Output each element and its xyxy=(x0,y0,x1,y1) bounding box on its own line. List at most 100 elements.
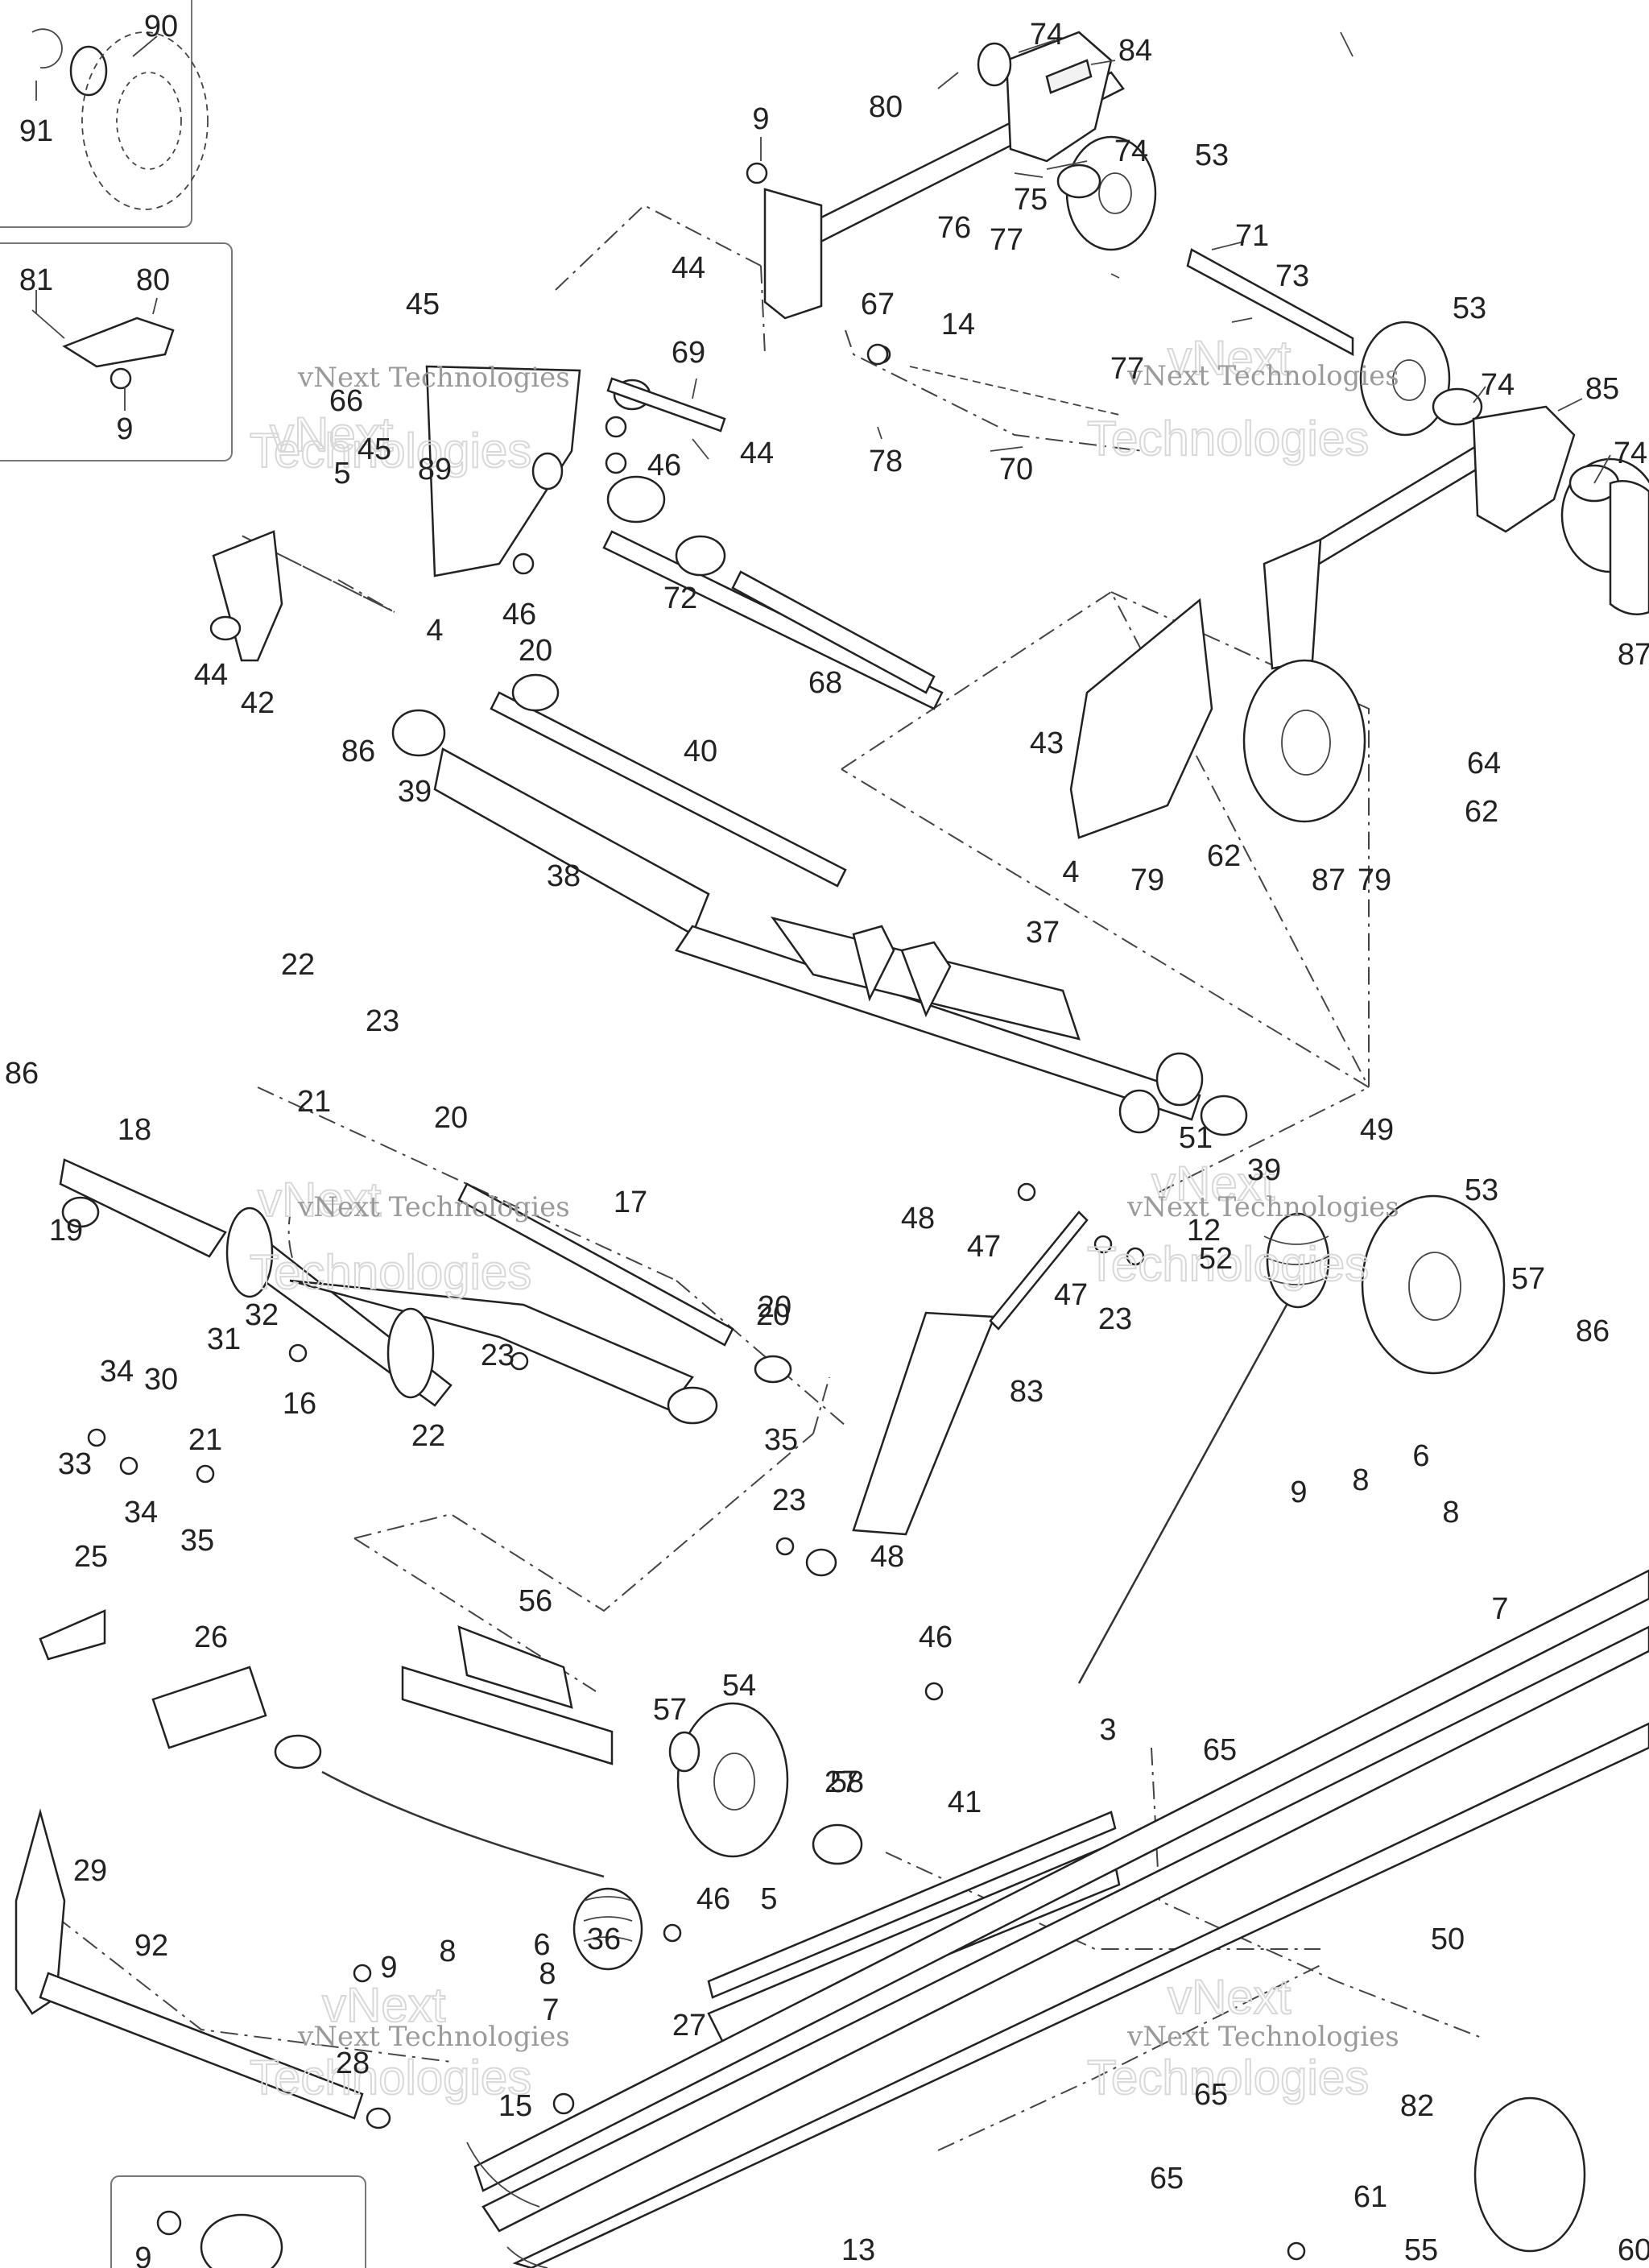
part-number-label: 55 xyxy=(1404,2233,1438,2267)
part-number-label: 44 xyxy=(672,251,705,285)
part-number-label: 92 xyxy=(134,1929,168,1963)
part-number-label: 89 xyxy=(418,453,452,486)
part-number-label: 20 xyxy=(519,634,552,668)
part-number-label: 35 xyxy=(764,1423,798,1457)
watermark-text-1: vNext Technologies xyxy=(297,362,570,394)
shafts xyxy=(391,377,944,936)
part-number-label: 7 xyxy=(1491,1592,1508,1626)
part-number-label: 90 xyxy=(144,10,178,43)
part-number-label: 83 xyxy=(1010,1375,1044,1409)
part-number-label: 13 xyxy=(841,2233,875,2267)
part-number-label: 33 xyxy=(58,1447,92,1481)
wheels xyxy=(676,480,1649,2253)
part-number-label: 65 xyxy=(1194,2078,1228,2112)
part-number-label: 29 xyxy=(73,1854,107,1888)
watermark-text-2: vNext Technologies xyxy=(1126,360,1399,392)
part-number-label: 48 xyxy=(870,1540,904,1574)
part-number-label: 81 xyxy=(19,263,53,297)
part-number-label: 27 xyxy=(672,2009,706,2042)
part-number-label: 65 xyxy=(1203,1733,1237,1767)
part-number-label: 12 xyxy=(1187,1214,1221,1248)
part-number-label: 6 xyxy=(1412,1439,1429,1473)
front-arm xyxy=(59,1158,792,1425)
part-number-label: 44 xyxy=(740,437,774,470)
part-number-label: 45 xyxy=(406,288,440,321)
part-number-label: 87 xyxy=(1618,638,1649,672)
watermark-outline-5a: vNext xyxy=(322,1978,446,2032)
part-number-label: 9 xyxy=(134,2241,151,2268)
part-number-label: 82 xyxy=(1400,2089,1434,2123)
part-number-label: 75 xyxy=(1014,183,1048,217)
part-number-label: 65 xyxy=(1150,2162,1184,2196)
part-number-label: 48 xyxy=(901,1202,935,1235)
part-number-label: 87 xyxy=(1312,863,1345,897)
part-number-label: 46 xyxy=(919,1620,953,1654)
part-number-label: 47 xyxy=(1054,1278,1088,1312)
part-number-label: 62 xyxy=(1465,795,1498,829)
part-number-label: 74 xyxy=(1481,368,1515,402)
part-number-label: 22 xyxy=(411,1419,445,1453)
part-number-label: 53 xyxy=(1195,139,1229,172)
watermark-text-6: vNext Technologies xyxy=(1126,2021,1399,2053)
part-number-label: 22 xyxy=(281,948,315,982)
part-number-label: 5 xyxy=(333,457,350,490)
part-number-label: 16 xyxy=(283,1387,316,1421)
part-number-label: 50 xyxy=(1431,1922,1465,1956)
part-number-label: 46 xyxy=(696,1882,730,1916)
part-number-label: 56 xyxy=(519,1584,552,1618)
part-number-label: 85 xyxy=(1585,372,1619,406)
part-number-label: 44 xyxy=(194,658,228,692)
slide-rails xyxy=(466,1569,1649,2268)
watermark-outline-4b: Technologies xyxy=(1087,1237,1369,1291)
watermark-outline-2b: Technologies xyxy=(1087,412,1369,466)
part-number-label: 53 xyxy=(1465,1173,1498,1207)
part-number-label: 34 xyxy=(100,1355,134,1389)
part-number-label: 9 xyxy=(752,102,769,136)
part-number-label: 28 xyxy=(336,2047,370,2080)
watermark-outline-3b: Technologies xyxy=(250,1245,531,1299)
part-number-label: 79 xyxy=(1130,863,1164,897)
part-number-label: 86 xyxy=(341,735,375,768)
part-number-label: 61 xyxy=(1354,2180,1387,2214)
side-plates xyxy=(209,365,1213,839)
part-number-label: 68 xyxy=(808,666,842,700)
watermark-text-4: vNext Technologies xyxy=(1126,1191,1399,1223)
watermark-text-5: vNext Technologies xyxy=(297,2021,570,2053)
part-number-label: 21 xyxy=(297,1085,331,1119)
part-number-label: 9 xyxy=(116,412,133,446)
part-number-label: 71 xyxy=(1235,219,1269,253)
part-number-label: 17 xyxy=(614,1186,647,1219)
part-number-label: 78 xyxy=(869,445,903,478)
part-number-label: 18 xyxy=(118,1113,151,1147)
watermark-outline-6b: Technologies xyxy=(1087,2051,1369,2105)
part-number-label: 36 xyxy=(587,1922,621,1956)
part-number-label: 39 xyxy=(1247,1153,1281,1187)
part-number-label: 4 xyxy=(1062,855,1079,889)
part-number-label: 23 xyxy=(772,1484,806,1517)
fasteners xyxy=(87,162,1306,2261)
part-number-label: 19 xyxy=(49,1214,83,1248)
part-number-label: 69 xyxy=(672,336,705,370)
part-number-label: 26 xyxy=(194,1620,228,1654)
part-number-label: 3 xyxy=(1099,1713,1116,1747)
part-number-label: 23 xyxy=(481,1339,515,1372)
part-number-label: 58 xyxy=(830,1765,864,1799)
part-number-label: 46 xyxy=(502,598,536,631)
part-number-label: 91 xyxy=(19,114,53,148)
watermark-outline-2a: vNext xyxy=(1168,331,1292,385)
inset-90-91 xyxy=(0,0,209,228)
part-number-label: 8 xyxy=(1442,1496,1459,1529)
part-number-label: 6 xyxy=(533,1928,550,1962)
part-number-label: 14 xyxy=(941,308,975,341)
assembly-outlines xyxy=(56,204,1482,2151)
part-number-label: 51 xyxy=(1179,1121,1213,1155)
part-number-label: 15 xyxy=(498,2089,532,2123)
part-number-label: 9 xyxy=(380,1951,397,1984)
part-number-label: 20 xyxy=(434,1101,468,1135)
part-number-label: 77 xyxy=(1110,352,1144,386)
part-number-label: 21 xyxy=(188,1423,222,1457)
part-number-label: 79 xyxy=(1358,863,1391,897)
part-number-label: 30 xyxy=(144,1363,178,1397)
inset-lower-left xyxy=(110,2175,366,2268)
part-number-label: 74 xyxy=(1030,18,1064,52)
